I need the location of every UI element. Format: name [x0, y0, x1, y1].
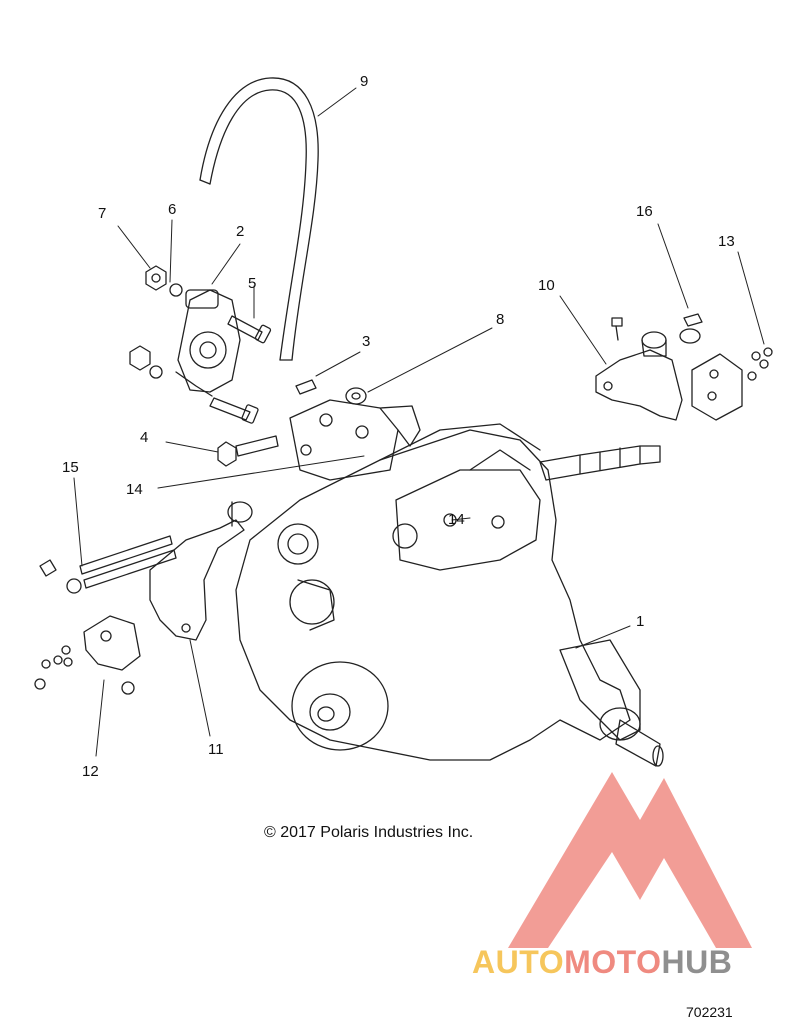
- callout-7: 7: [98, 205, 107, 222]
- mount-plate-upper: [289, 399, 421, 481]
- copyright-notice: © 2017 Polaris Industries Inc.: [264, 824, 474, 841]
- bolt-part-5: [227, 315, 272, 344]
- mount-part-12: [83, 615, 141, 695]
- callout-2: 2: [236, 223, 245, 240]
- callout-16: 16: [636, 203, 653, 220]
- mount-part-13: [691, 353, 743, 421]
- selector-gear: [277, 523, 335, 631]
- bracket-part-10: [595, 331, 683, 421]
- callout-11: 11: [208, 741, 224, 758]
- watermark-logo: [508, 772, 752, 948]
- callout-5: 5: [248, 275, 257, 292]
- pulley: [291, 661, 389, 751]
- callout-3: 3: [362, 333, 371, 350]
- callout-9: 9: [360, 73, 369, 90]
- bolt-near-10: [611, 317, 623, 341]
- transmission-body-part-1: [235, 423, 631, 761]
- callout-14-right: 14: [448, 511, 465, 528]
- output-shaft-upper: [539, 445, 661, 481]
- clip-part-3: [295, 379, 317, 395]
- nut-part-7: [145, 265, 167, 291]
- figure-number: 702231: [686, 1004, 733, 1020]
- washer-part-16: [679, 313, 703, 344]
- callout-1: 1: [636, 613, 645, 630]
- watermark-auto: AUTO: [472, 944, 565, 980]
- nuts-near-sensor: [129, 345, 163, 379]
- sensor-part-2: [175, 289, 241, 397]
- callout-4: 4: [140, 429, 149, 446]
- callout-8: 8: [496, 311, 505, 328]
- watermark-hub: HUB: [661, 944, 733, 980]
- bracket-part-11: [149, 501, 253, 641]
- callout-14-left: 14: [126, 481, 143, 498]
- ring-part-6: [169, 283, 183, 297]
- washer-part-8: [345, 387, 367, 405]
- watermark-moto: MOTO: [564, 944, 662, 980]
- callout-15: 15: [62, 459, 79, 476]
- callout-6: 6: [168, 201, 177, 218]
- callout-13: 13: [718, 233, 735, 250]
- bolt-lower: [209, 397, 259, 424]
- bolt-part-15: [39, 535, 177, 594]
- leader-lines: [73, 87, 765, 757]
- output-shaft-lower: [559, 639, 664, 767]
- callout-12: 12: [82, 763, 99, 780]
- bolt-part-4: [217, 435, 279, 467]
- watermark-wordmark: AUTOMOTOHUB: [472, 944, 732, 981]
- callout-10: 10: [538, 277, 555, 294]
- hose-part-9: [199, 77, 319, 361]
- bolts-part-12: [34, 645, 73, 690]
- bolts-part-13: [747, 347, 773, 381]
